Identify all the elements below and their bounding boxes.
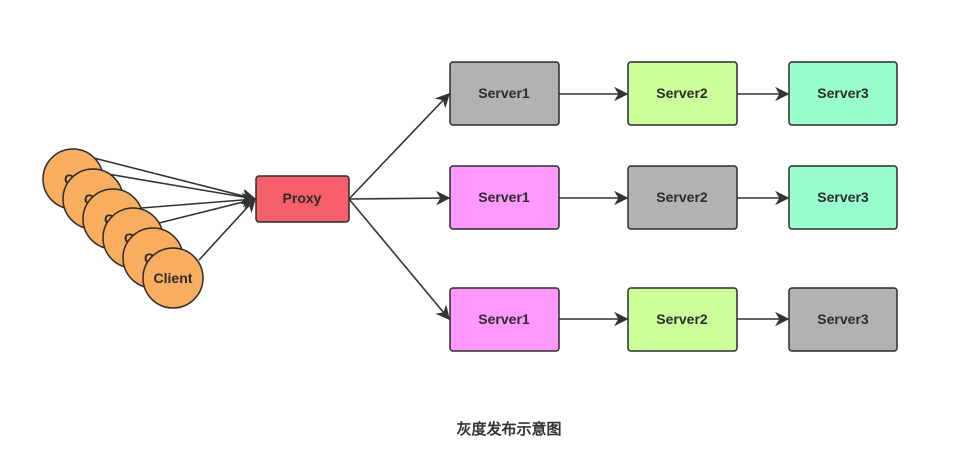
edge-proxy-to-row-3 bbox=[348, 198, 450, 321]
server-box bbox=[449, 165, 560, 230]
edge-proxy-to-row-1 bbox=[348, 92, 450, 200]
server-box bbox=[627, 165, 738, 230]
server-node: Server3 bbox=[788, 287, 898, 352]
edge-proxy-to-row-2 bbox=[348, 190, 451, 206]
server-box bbox=[449, 61, 560, 126]
client-stack: Cli Cli Cli Cli Cli Client bbox=[42, 148, 204, 309]
server-node: Server1 bbox=[449, 165, 560, 230]
server-node: Server2 bbox=[627, 61, 738, 126]
proxy-label: Proxy bbox=[283, 190, 322, 206]
server-label: Server2 bbox=[656, 85, 708, 101]
server-label: Server2 bbox=[656, 311, 708, 327]
server-row-3: Server1 Server2 Server3 bbox=[449, 287, 898, 352]
client-circle bbox=[142, 247, 204, 309]
edge-client-6-to-proxy bbox=[198, 197, 256, 261]
server-node: Server1 bbox=[449, 61, 560, 126]
server-label: Server2 bbox=[656, 189, 708, 205]
server-box bbox=[788, 165, 898, 230]
diagram-caption: 灰度发布示意图 bbox=[456, 420, 562, 438]
server-node: Server3 bbox=[788, 61, 898, 126]
proxy-box bbox=[255, 175, 350, 223]
server-node: Server1 bbox=[449, 287, 560, 352]
server-node: Server2 bbox=[627, 287, 738, 352]
server-box bbox=[627, 61, 738, 126]
edge-client-4-to-proxy bbox=[154, 195, 257, 225]
server-node: Server3 bbox=[788, 165, 898, 230]
client-label: Client bbox=[154, 270, 193, 286]
edge-client-2-to-proxy bbox=[95, 171, 257, 204]
server-label: Server1 bbox=[478, 189, 530, 205]
server-row-2: Server1 Server2 Server3 bbox=[449, 165, 898, 230]
server-label: Server3 bbox=[817, 311, 869, 327]
server-label: Server3 bbox=[817, 85, 869, 101]
server-row-1: Server1 Server2 Server3 bbox=[449, 61, 898, 126]
server-box bbox=[788, 287, 898, 352]
server-label: Server1 bbox=[478, 85, 530, 101]
edge-client-1-to-proxy bbox=[77, 153, 257, 203]
server-box bbox=[788, 61, 898, 126]
server-label: Server3 bbox=[817, 189, 869, 205]
client-node: Client bbox=[142, 247, 204, 309]
server-box bbox=[627, 287, 738, 352]
server-node: Server2 bbox=[627, 165, 738, 230]
server-box bbox=[449, 287, 560, 352]
proxy-node: Proxy bbox=[255, 175, 350, 223]
server-label: Server1 bbox=[478, 311, 530, 327]
